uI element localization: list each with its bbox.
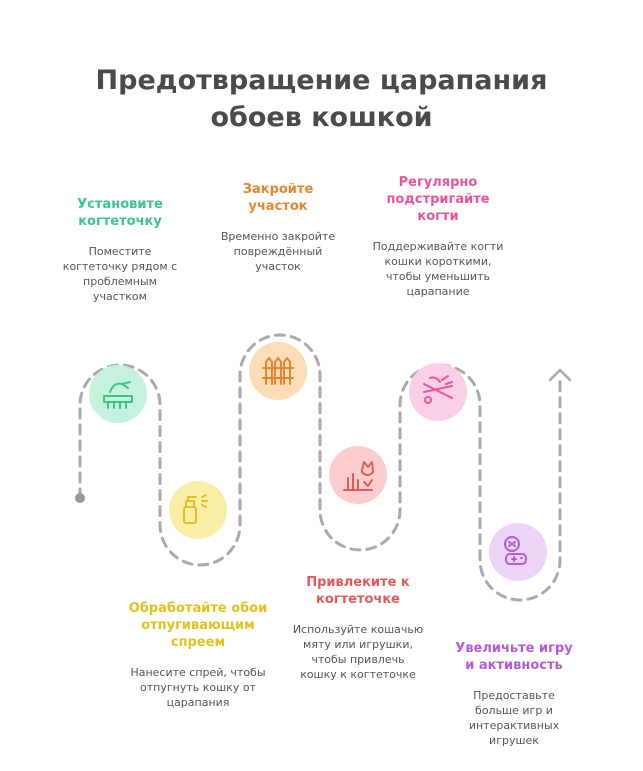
step-6-description: Предоставьте больше игр и интерактивных … [468, 689, 560, 747]
step-3-title: Закройте участок [242, 182, 314, 214]
step-3-marker [249, 342, 307, 400]
step-2-description: Нанесите спрей, чтобы отпугнуть кошку от… [130, 666, 266, 709]
step-4: Привлеките к когтеточке Используйте коша… [292, 574, 424, 682]
step-5-description: Поддерживайте когти кошки короткими, что… [372, 240, 504, 298]
step-4-title: Привлеките к когтеточке [306, 575, 410, 607]
dashed-path-line [78, 333, 562, 602]
step-2-title: Обработайте обои отпугивающим спреем [128, 601, 268, 650]
title-line-2: обоев кошкой [210, 102, 433, 133]
path-start-dot [75, 493, 85, 503]
title-line-1: Предотвращение царапания [95, 65, 548, 96]
step-1-description: Поместите когтеточку рядом с проблемным … [62, 245, 178, 303]
step-2-marker [169, 481, 227, 539]
step-2-circle [169, 481, 227, 539]
step-6-title: Увеличьте игру и активность [455, 641, 573, 673]
step-4-description: Используйте кошачью мяту или игрушки, чт… [292, 623, 424, 681]
spray-bottle-icon [183, 494, 208, 524]
step-6-circle [489, 523, 547, 581]
step-3-description: Временно закройте повреждённый участок [220, 230, 336, 273]
step-5-marker [409, 363, 467, 421]
page-title: Предотвращение царапания обоев кошкой [0, 62, 643, 136]
nail-clipper-icon [423, 375, 453, 404]
step-6-marker [489, 523, 547, 581]
step-1-marker [89, 365, 147, 423]
scratching-post-icon [103, 381, 133, 409]
step-1: Установите когтеточку Поместите когтеточ… [55, 196, 185, 304]
fence-icon [262, 357, 294, 385]
toy-icon [504, 536, 527, 565]
step-6: Увеличьте игру и активность Предоставьте… [455, 640, 573, 748]
step-1-title: Установите когтеточку [77, 197, 163, 229]
path-end-arrow-icon [548, 368, 572, 382]
step-3-circle [249, 342, 307, 400]
step-3: Закройте участок Временно закройте повре… [220, 181, 336, 274]
step-1-circle [89, 365, 147, 423]
step-2: Обработайте обои отпугивающим спреем Нан… [128, 600, 268, 710]
step-4-circle [329, 446, 387, 504]
step-4-marker [329, 446, 387, 504]
step-5: Регулярно подстригайте когти Поддерживай… [372, 174, 504, 299]
step-5-title: Регулярно подстригайте когти [386, 175, 490, 224]
catnip-icon [343, 461, 374, 491]
